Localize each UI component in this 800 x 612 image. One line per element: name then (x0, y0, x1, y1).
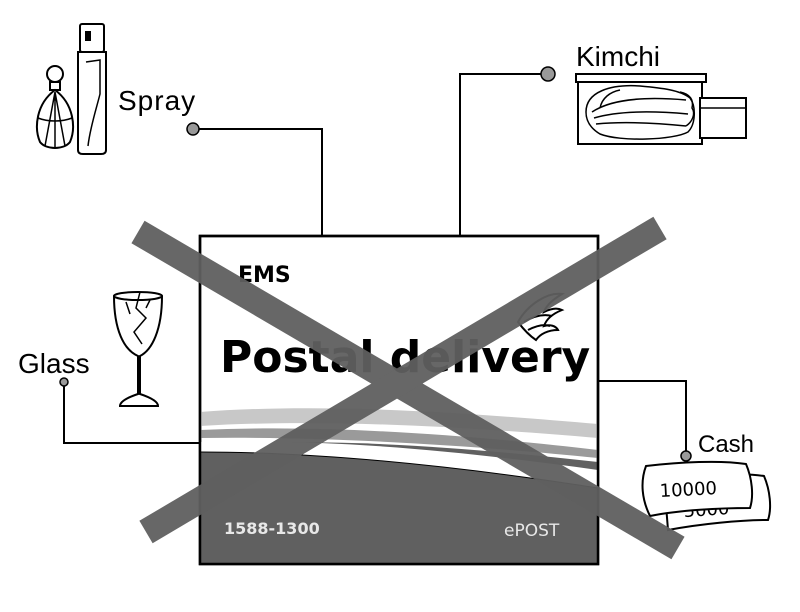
cross-stroke-2 (139, 216, 667, 544)
glass-item: Glass (18, 291, 164, 407)
cash-note-front-value: 10000 (659, 478, 717, 502)
banknotes-icon: 5000 10000 (641, 460, 772, 532)
postal-box-border (198, 234, 600, 566)
kimchi-container-icon (575, 73, 747, 145)
cash-connector-dot (680, 450, 692, 462)
spray-connector-dot (186, 122, 200, 136)
cash-connector (598, 380, 687, 456)
spray-item: Spray (36, 23, 196, 155)
spray-bottle-icon (77, 23, 107, 155)
connector-dots (59, 66, 692, 462)
spray-connector (193, 128, 323, 236)
broken-glass-icon (112, 291, 164, 407)
glass-connector-dot (59, 377, 69, 387)
cash-item: Cash 5000 10000 (641, 431, 772, 532)
glass-connector (63, 382, 200, 444)
kimchi-label: Kimchi (576, 41, 660, 72)
connector-lines (63, 73, 687, 456)
prohibition-cross-icon (131, 216, 685, 560)
spray-label: Spray (118, 85, 196, 116)
box-stripe-light (200, 408, 598, 438)
kimchi-connector-dot (540, 66, 556, 82)
cash-label: Cash (698, 431, 754, 458)
kimchi-connector (459, 73, 548, 236)
kimchi-item: Kimchi (575, 41, 747, 145)
glass-label: Glass (18, 348, 90, 379)
box-service-text: ePOST (504, 521, 560, 541)
box-phone-text: 1588-1300 (224, 519, 320, 538)
perfume-bottle-icon (36, 65, 74, 149)
